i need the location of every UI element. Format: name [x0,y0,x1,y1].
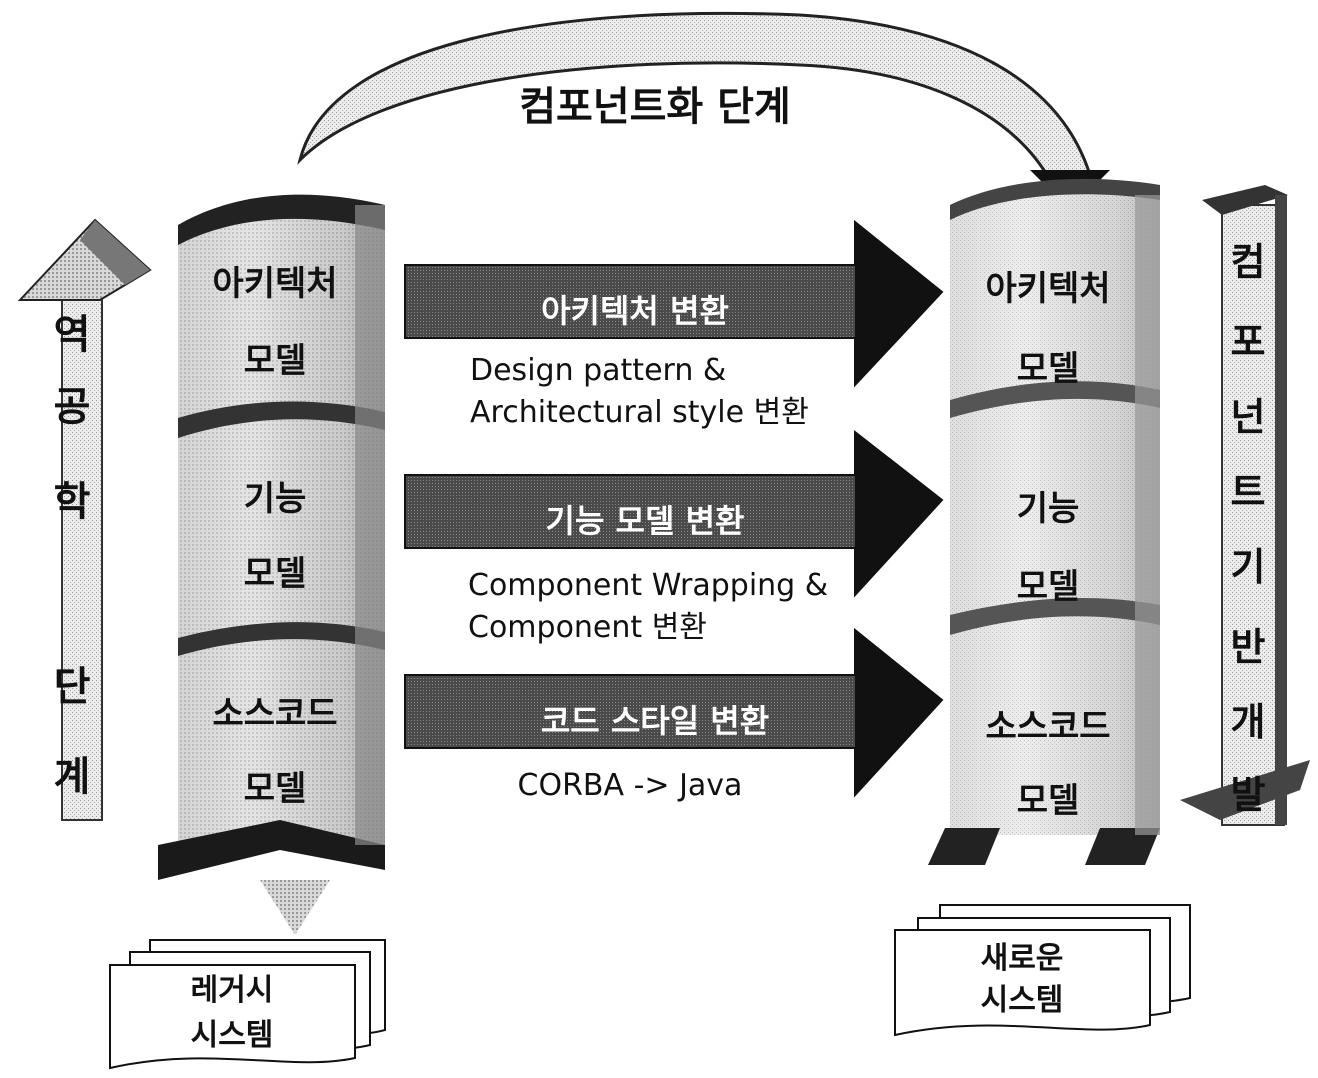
left-model-column: 아키텍처 모델 기능 모델 소스코드 모델 [158,194,385,935]
arrow-label: 기능 모델 변환 [546,502,745,540]
right-vertical-char: 포 [1231,320,1266,364]
right-vertical-char: 개 [1231,700,1266,744]
legacy-system-document: 레거시 시스템 [109,939,386,1070]
left-vertical-arrow: 역 공 학 단 계 [17,218,152,821]
legacy-line1: 레거시 [191,973,274,1008]
left-vertical-char: 단 [54,664,91,710]
left-segment-sourcecode: 소스코드 모델 [212,694,337,809]
segment-line2: 모델 [1017,567,1080,607]
segment-line2: 모델 [244,554,307,594]
right-model-column: 아키텍처 모델 기능 모델 소스코드 모델 [928,178,1160,865]
right-vertical-char: 트 [1231,470,1266,514]
left-vertical-char: 계 [54,754,91,800]
right-segment-sourcecode: 소스코드 모델 [985,707,1110,821]
segment-line1: 소스코드 [212,694,337,734]
top-arc: 컴포넌트화 단계 [297,11,1110,210]
right-vertical-arrow: 컴 포 넌 트 기 반 개 발 [1180,185,1310,826]
arrow-label: 아키텍처 변환 [541,292,729,330]
segment-line1: 아키텍처 [212,264,337,304]
arrow-note-1: CORBA -> Java [518,768,743,803]
right-segment-function: 기능 모델 [1017,489,1080,607]
new-line1: 새로운 [981,941,1064,976]
new-system-document: 새로운 시스템 [894,904,1191,1037]
segment-line2: 모델 [1017,781,1080,821]
new-line2: 시스템 [981,983,1064,1018]
right-vertical-char: 컴 [1231,240,1266,284]
right-vertical-char: 기 [1231,545,1266,589]
left-vertical-char: 공 [54,384,91,430]
left-vertical-char: 학 [54,479,91,525]
segment-line2: 모델 [244,341,307,381]
segment-line1: 기능 [244,479,307,519]
top-arc-label: 컴포넌트화 단계 [519,84,791,130]
right-segment-architecture: 아키텍처 모델 [985,269,1110,389]
arrow-note-1: Design pattern & [470,353,726,388]
arrow-note-2: Component 변환 [468,610,707,645]
segment-line1: 기능 [1017,489,1080,529]
right-vertical-char: 넌 [1231,395,1266,439]
arrow-function-model: 기능 모델 변환 Component Wrapping & Component … [404,429,944,645]
arrow-note-2: Architectural style 변환 [470,395,809,430]
segment-line2: 모델 [244,769,307,809]
right-vertical-char: 반 [1231,625,1266,669]
legacy-line2: 시스템 [191,1018,274,1053]
arrow-code-style: 코드 스타일 변환 CORBA -> Java [404,627,944,803]
segment-line2: 모델 [1017,349,1080,389]
arrow-note-1: Component Wrapping & [468,568,828,603]
segment-line1: 아키텍처 [985,269,1110,309]
right-vertical-char: 발 [1231,773,1266,817]
segment-line1: 소스코드 [985,707,1110,747]
arrow-architecture: 아키텍처 변환 Design pattern & Architectural s… [404,219,944,430]
left-segment-function: 기능 모델 [244,479,307,594]
arrow-label: 코드 스타일 변환 [541,702,769,740]
left-segment-architecture: 아키텍처 모델 [212,264,337,381]
left-vertical-char: 역 [54,312,91,358]
